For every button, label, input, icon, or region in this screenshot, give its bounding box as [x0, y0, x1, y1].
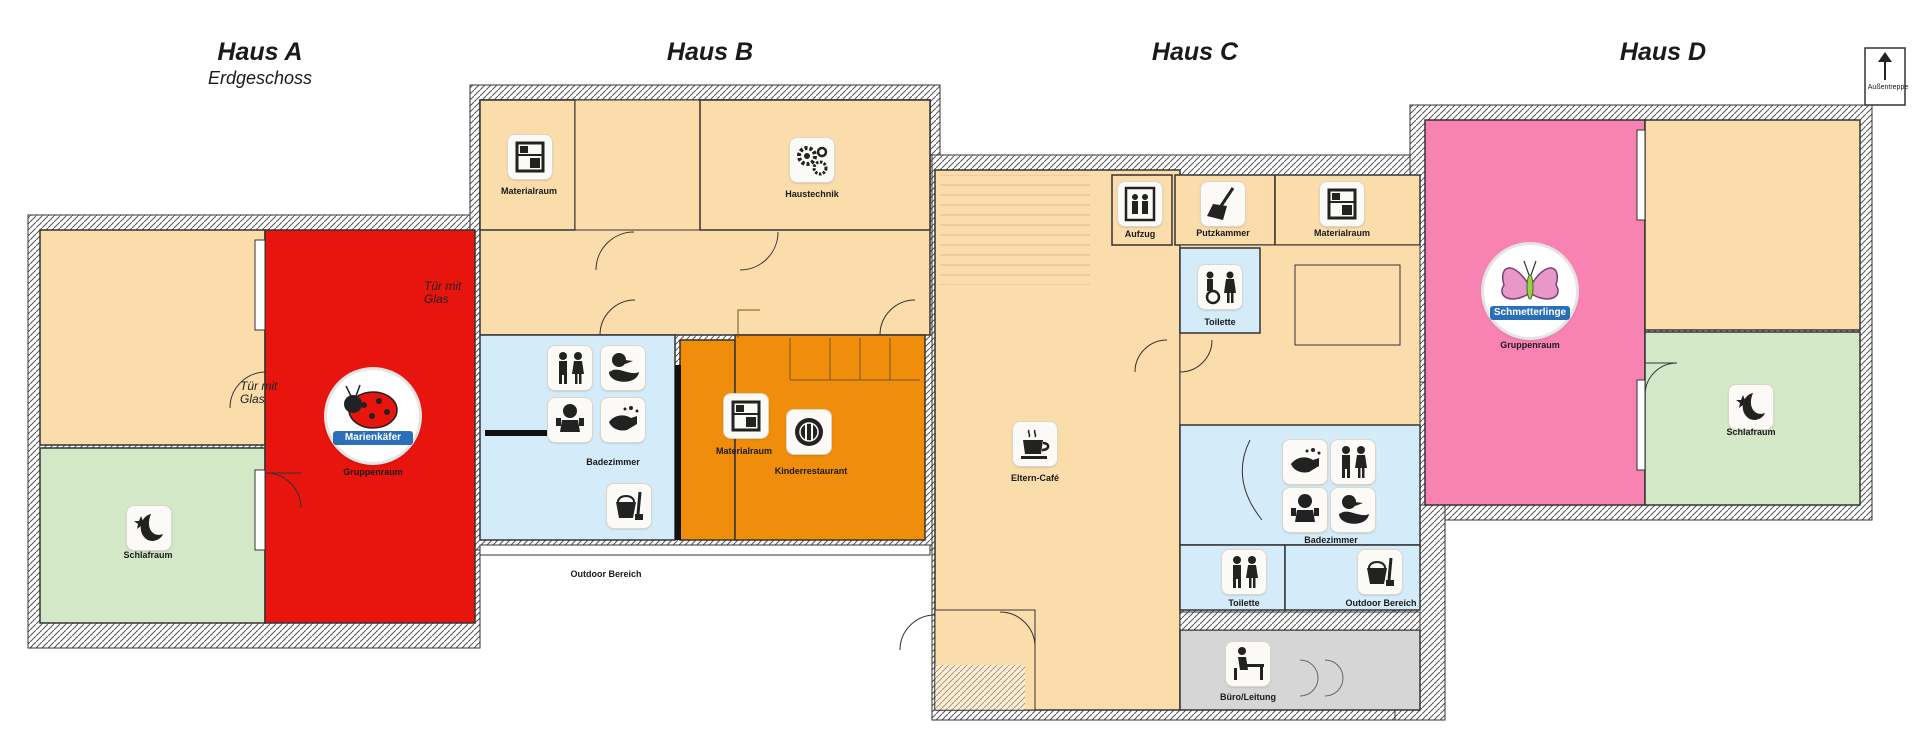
dinner-plate-icon	[787, 410, 831, 454]
note-tuer-glas-a: Tür mit Glas	[240, 379, 278, 406]
label-buero: Büro/Leitung	[1220, 692, 1276, 702]
badge-schmetterlinge-label: Schmetterlinge	[1490, 306, 1570, 320]
bucket-icon	[607, 484, 651, 528]
elevator-icon	[1118, 182, 1162, 226]
label-schlafraum-d: Schlafraum	[1726, 427, 1776, 437]
label-gruppenraum-d: Gruppenraum	[1500, 340, 1560, 350]
handwash-icon	[1283, 440, 1327, 484]
ladybug-icon	[344, 384, 398, 429]
label-toilette-c1: Toilette	[1204, 317, 1236, 327]
heading-haus-b: Haus B	[666, 38, 754, 66]
toilet-people-icon	[1331, 440, 1375, 484]
moon-star-icon	[127, 506, 171, 550]
accessible-toilet-icon	[1198, 265, 1242, 309]
broom-icon	[1201, 182, 1245, 226]
badge-marienkaefer-label: Marienkäfer	[333, 431, 413, 445]
room-b-corridor-top	[574, 99, 701, 231]
handwash-icon	[601, 398, 645, 442]
room-a-top-left	[39, 229, 266, 446]
label-materialraum-b: Materialraum	[500, 186, 558, 196]
shelf-icon	[508, 135, 552, 179]
desk-person-icon	[1226, 642, 1270, 686]
room-a-wall-gap2	[254, 469, 266, 551]
moon-star-icon	[1729, 385, 1773, 429]
haus-d-rooms	[1424, 47, 1906, 506]
room-d-top-right	[1644, 119, 1861, 331]
shelf-icon	[724, 394, 768, 438]
heading-haus-c: Haus C	[1151, 38, 1239, 66]
label-kinderrestaurant: Kinderrestaurant	[774, 466, 848, 476]
duck-icon	[601, 346, 645, 390]
baby-icon	[1283, 488, 1327, 532]
heading-haus-a: Haus A	[217, 38, 303, 66]
label-putzkammer: Putzkammer	[1196, 228, 1250, 238]
label-haustechnik: Haustechnik	[785, 189, 839, 199]
label-schlafraum-a: Schlafraum	[123, 550, 173, 560]
room-stairs	[940, 175, 1090, 285]
label-outdoor-c: Outdoor Bereich	[1345, 598, 1417, 608]
badge-marienkaefer: Marienkäfer	[327, 370, 419, 462]
baby-icon	[548, 398, 592, 442]
room-materialraum-b2	[679, 339, 736, 541]
toilet-people-icon	[548, 346, 592, 390]
coffee-cup-icon	[1013, 422, 1057, 466]
shelf-icon	[1320, 182, 1364, 226]
label-aufzug: Aufzug	[1124, 229, 1156, 239]
toilet-people-icon	[1222, 550, 1266, 594]
label-toilette-c2: Toilette	[1228, 598, 1260, 608]
haus-a-rooms	[39, 229, 476, 624]
label-materialraum-b2: Materialraum	[715, 446, 773, 456]
heading-haus-d: Haus D	[1619, 38, 1707, 66]
haus-c-rooms	[899, 169, 1459, 711]
room-outdoor-b-strip	[479, 544, 931, 556]
gears-icon	[790, 138, 834, 182]
label-gruppenraum-a: Gruppenraum	[343, 467, 403, 477]
label-badezimmer-c: Badezimmer	[1304, 535, 1358, 545]
label-outdoor-b: Outdoor Bereich	[570, 569, 642, 579]
butterfly-icon	[1501, 260, 1559, 300]
room-buero	[1179, 629, 1421, 711]
bucket-icon	[1358, 550, 1402, 594]
note-tuer-glas-b: Tür mit Glas	[424, 279, 462, 306]
room-a-wall-gap	[254, 239, 266, 331]
badge-schmetterlinge: Schmetterlinge	[1484, 245, 1576, 337]
label-eltern-cafe: Eltern-Café	[1010, 473, 1060, 483]
label-badezimmer-b: Badezimmer	[586, 457, 640, 467]
duck-icon	[1331, 488, 1375, 532]
room-c-inner	[1294, 264, 1401, 346]
label-materialraum-c: Materialraum	[1313, 228, 1371, 238]
label-aussentreppe: Außentreppe	[1867, 84, 1909, 91]
heading-haus-a-sub: Erdgeschoss	[207, 68, 313, 88]
